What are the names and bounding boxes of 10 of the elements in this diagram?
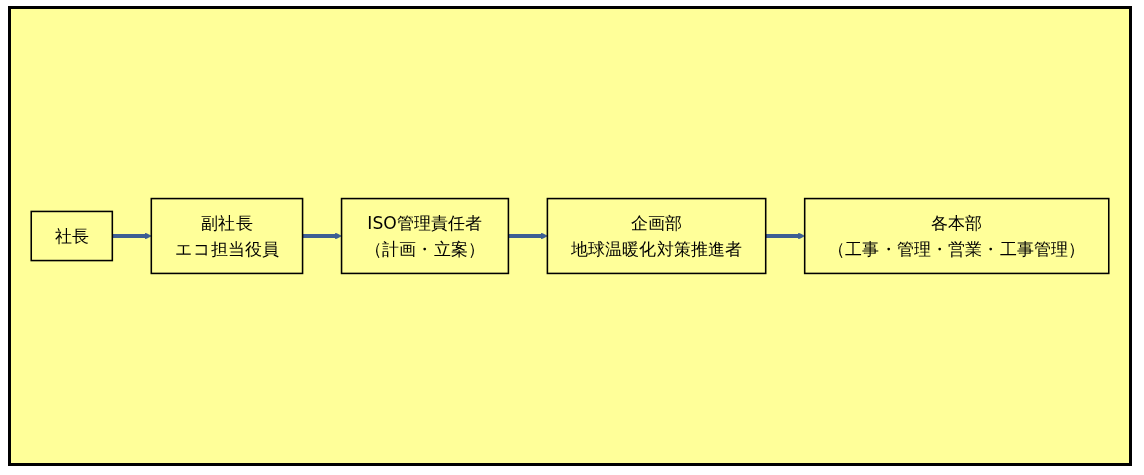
arrow	[765, 232, 805, 240]
node-box	[803, 197, 1110, 275]
node-box	[546, 197, 767, 275]
arrow	[302, 232, 342, 240]
arrow	[508, 232, 548, 240]
node-box	[150, 197, 304, 275]
arrow	[112, 232, 152, 240]
node-box	[30, 210, 114, 262]
panel-background: 社長 副社長 エコ担当役員 ISO管理責任者 （計画・立案） 企画部 地球温暖化対策推進者 各本部 （工事・管理・営業・工事管理）	[8, 6, 1132, 466]
node-box	[340, 197, 510, 275]
